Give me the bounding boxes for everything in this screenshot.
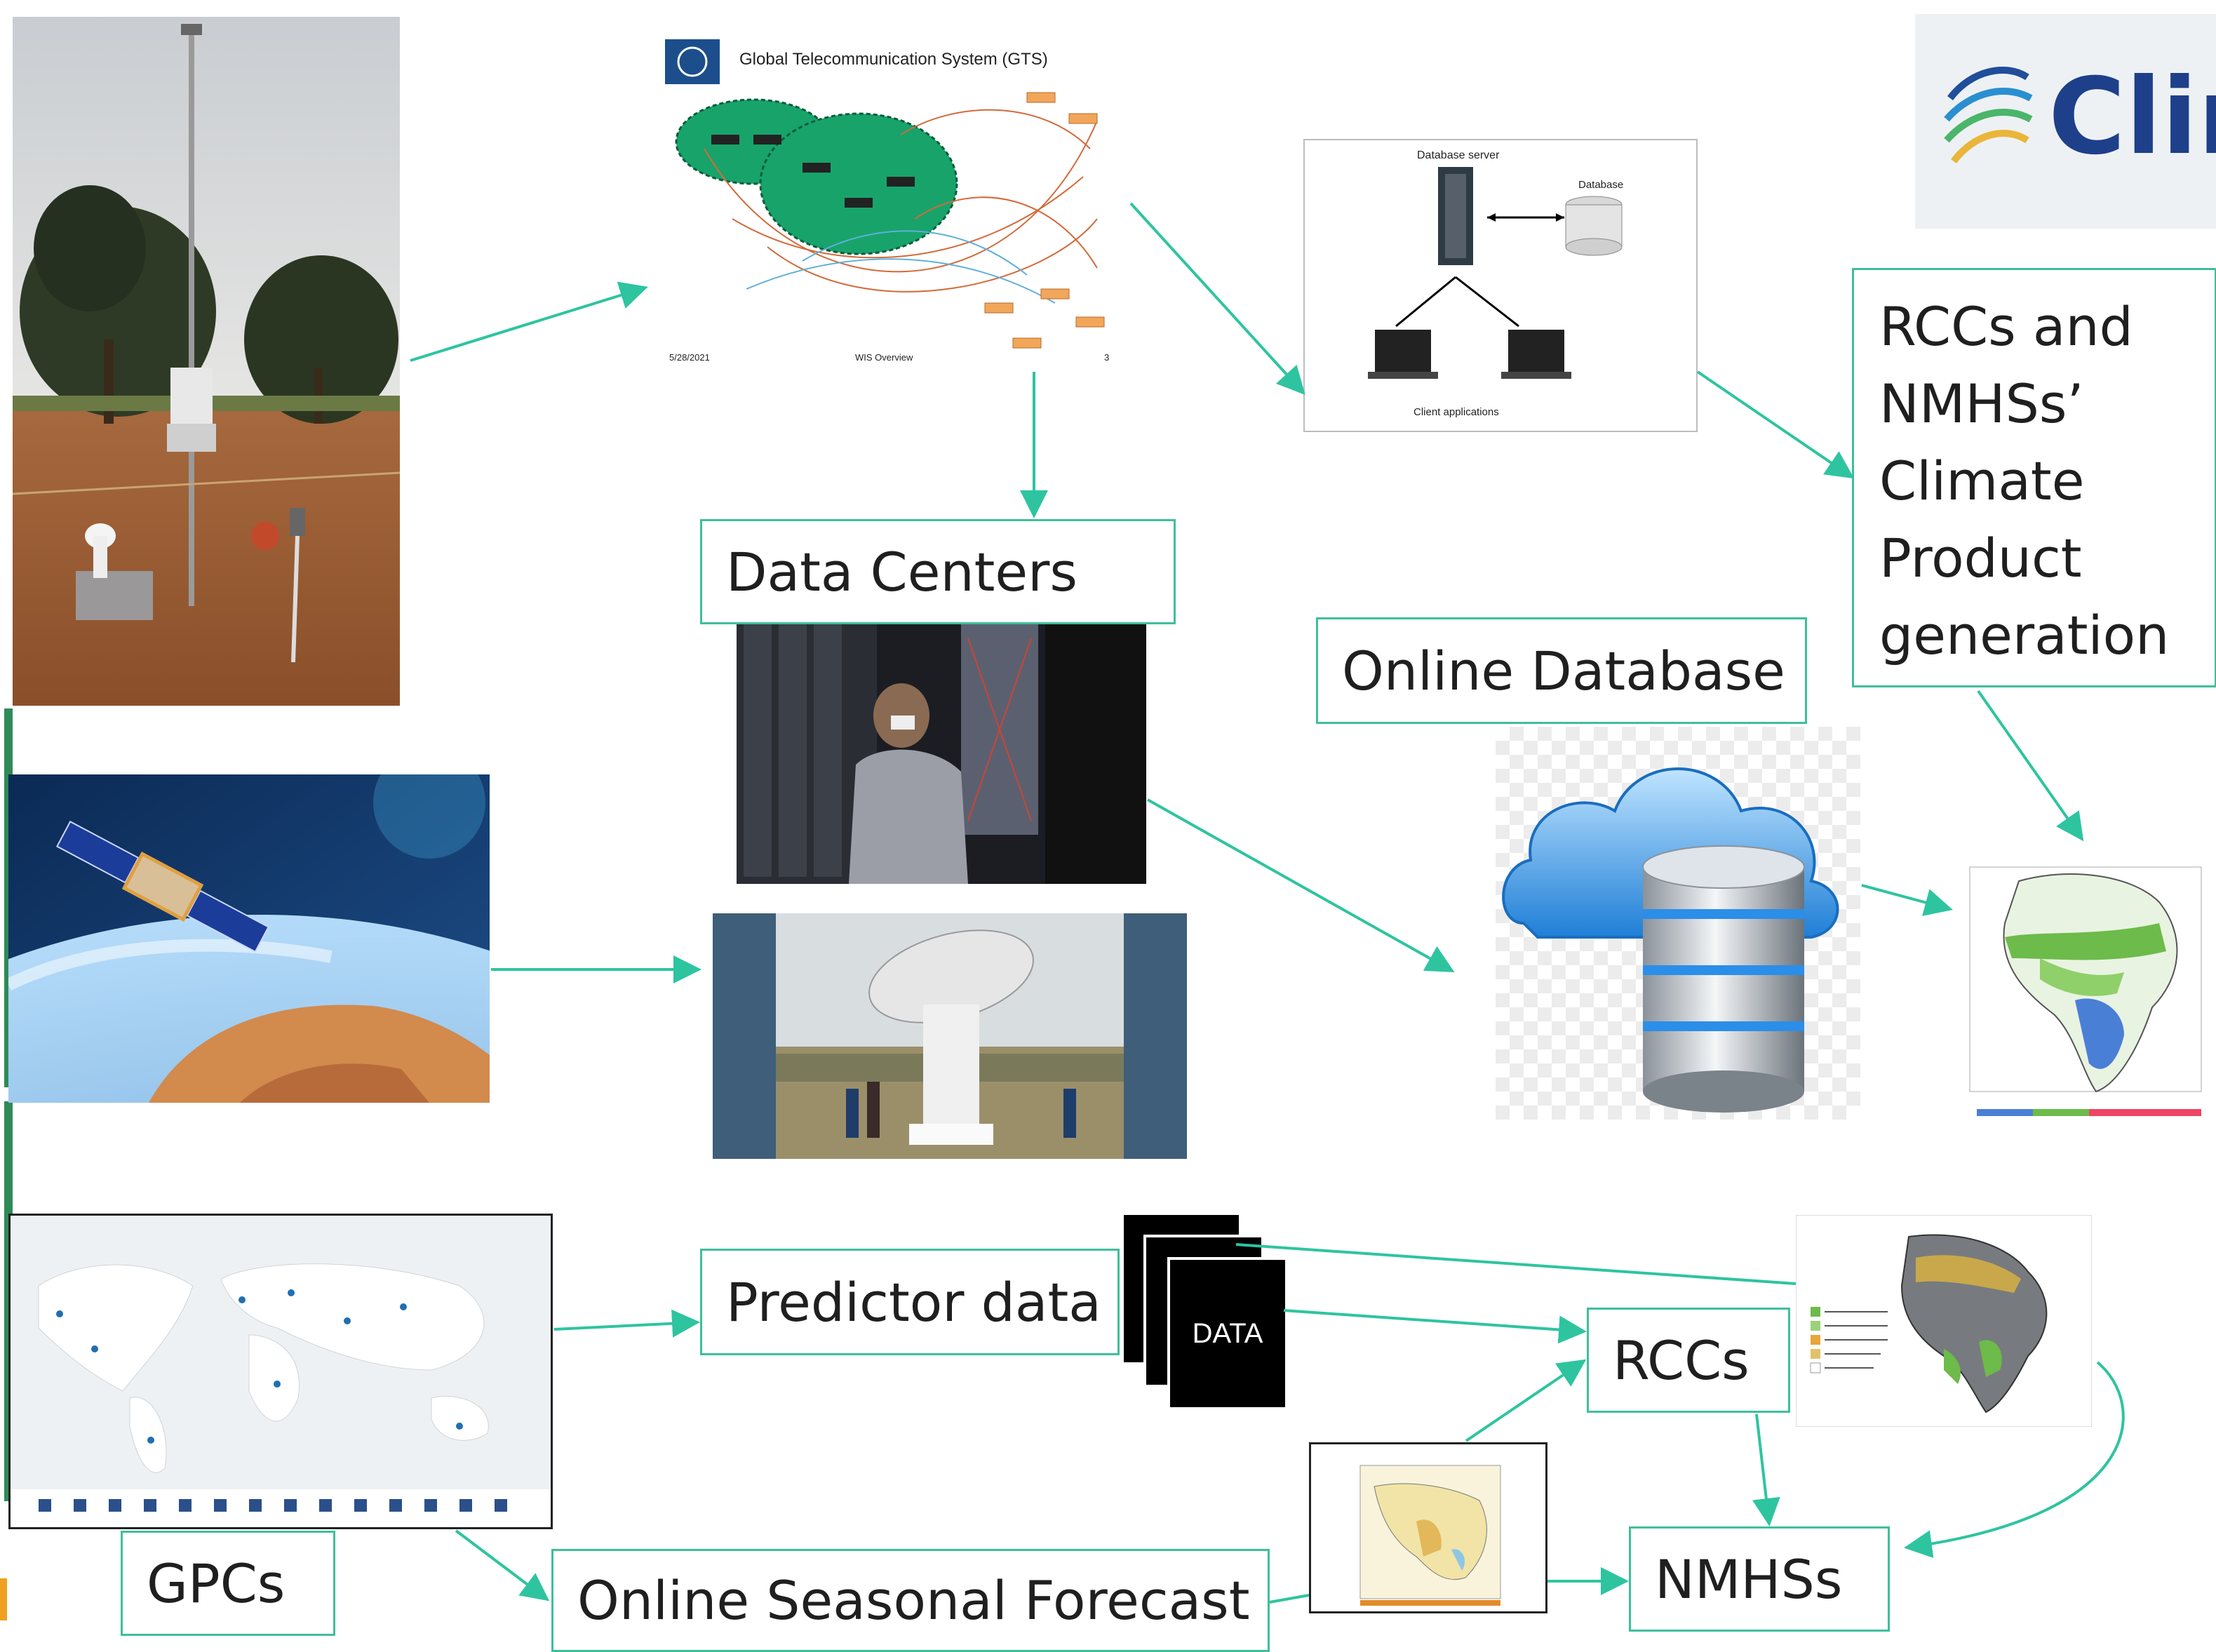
db-clients-label: Client applications [1413,406,1499,418]
arrow-forecast-map-to-rccs [1465,1359,1587,1442]
gts-slide-footer-center: WIS Overview [855,352,913,363]
arrow-station-to-gts [410,281,648,362]
data-stack-front: DATA [1167,1257,1288,1410]
rccs-nmhss-line-5: generation [1879,604,2170,666]
seasonal-forecast-map [1309,1442,1547,1613]
line-forecast-box-to-map [1269,1594,1310,1604]
gts-slide-footer-date: 5/28/2021 [669,352,710,363]
nmhss-label: NMHSs [1629,1526,1890,1632]
rccs-nmhss-line-1: RCCs and [1879,295,2133,358]
data-center-photo [737,610,1146,884]
line-data-to-rcc-map [1235,1243,1797,1285]
data-centers-label: Data Centers [700,519,1176,624]
arrow-gpc-to-predictor [553,1309,700,1338]
data-stack-label: DATA [1192,1317,1263,1349]
predictor-data-label: Predictor data [700,1249,1120,1355]
climsa-logo: Clir [1915,14,2216,229]
gts-slide-footer-page: 3 [1104,352,1109,363]
online-seasonal-forecast-label: Online Seasonal Forecast [551,1549,1270,1652]
left-accent-bar-orange [0,1578,7,1620]
arrow-data-center-to-cloud [1147,798,1455,972]
rccs-nmhss-line-4: Product [1879,527,2082,589]
arrow-cloud-to-map [1861,884,1953,916]
gts-slide: Global Telecommunication System (GTS) [662,36,1118,373]
db-server-label: Database server [1417,149,1500,161]
rccs-nmhss-line-2: NMHSs’ [1879,372,2084,435]
database-diagram: Database server Database Client applicat… [1303,139,1698,432]
rccs-label: RCCs [1587,1308,1790,1413]
arrow-data-to-rccs [1283,1309,1587,1344]
arrow-rccs-to-map [1977,690,2084,842]
online-database-label: Online Database [1316,617,1807,724]
gts-slide-title: Global Telecommunication System (GTS) [739,50,1048,69]
rccs-nmhss-climate-product-box: RCCs and NMHSs’ Climate Product generati… [1852,268,2216,687]
satellite-earth-image [8,774,490,1103]
gpcs-label: GPCs [121,1531,335,1636]
arrow-gpc-to-online-forecast [455,1529,550,1601]
arrow-gts-to-database [1129,202,1305,395]
gpc-world-map [8,1214,553,1529]
arrow-database-to-rccs [1696,370,1855,479]
rcc-africa-map [1796,1215,2092,1427]
logo-text: Clir [2048,56,2216,178]
weather-station-photo [13,17,400,706]
arrow-rccs-to-nmhss [1752,1413,1780,1526]
db-label: Database [1578,179,1623,191]
africa-climate-map [1956,839,2216,1134]
rccs-nmhss-line-3: Climate [1879,450,2085,512]
cloud-database-illustration [1496,727,1860,1120]
satellite-dish-photo [713,913,1187,1159]
